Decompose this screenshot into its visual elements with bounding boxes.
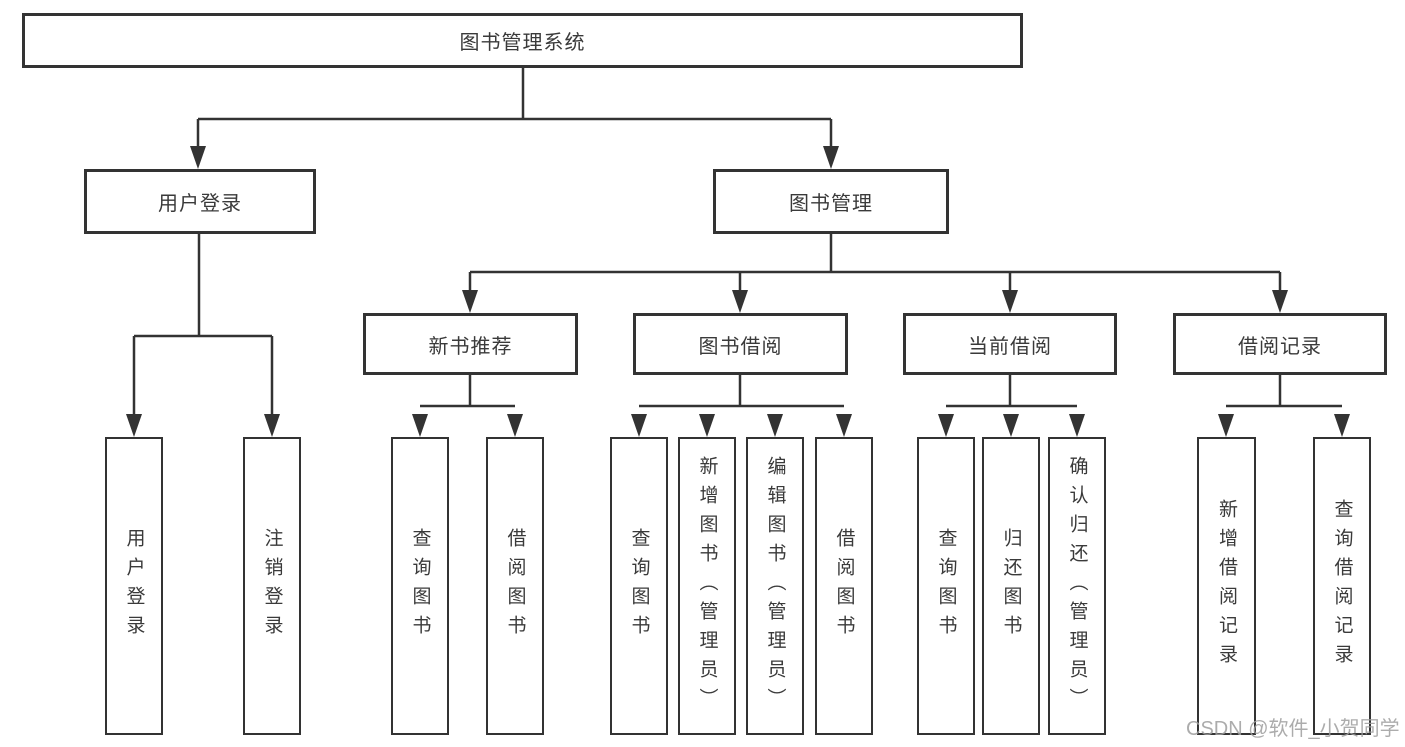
leaf-add-book-admin: 新增图书（管理员） bbox=[678, 437, 736, 735]
arrowheads-level2 bbox=[190, 146, 839, 169]
arrowheads-userlogin-leaves bbox=[126, 414, 280, 437]
leaf-query-book-3-label: 查询图书 bbox=[935, 528, 957, 644]
connector-root-to-level2 bbox=[196, 68, 833, 148]
connector-userlogin-to-leaves bbox=[132, 234, 274, 416]
arrowheads-level3 bbox=[462, 290, 1288, 313]
node-borrow-record: 借阅记录 bbox=[1173, 313, 1387, 375]
leaf-query-book-1: 查询图书 bbox=[391, 437, 449, 735]
leaf-user-login: 用户登录 bbox=[105, 437, 163, 735]
leaf-borrow-book-2-label: 借阅图书 bbox=[833, 528, 855, 644]
node-new-book-recommend: 新书推荐 bbox=[363, 313, 578, 375]
node-new-book-recommend-label: 新书推荐 bbox=[428, 335, 513, 358]
leaf-logout: 注销登录 bbox=[243, 437, 301, 735]
node-book-management-label: 图书管理 bbox=[789, 193, 873, 215]
leaf-confirm-return-admin: 确认归还（管理员） bbox=[1048, 437, 1106, 735]
leaf-query-borrow-record: 查询借阅记录 bbox=[1313, 437, 1371, 735]
leaf-edit-book-admin: 编辑图书（管理员） bbox=[746, 437, 804, 735]
leaf-return-book: 归还图书 bbox=[982, 437, 1040, 735]
leaf-query-book-2-label: 查询图书 bbox=[628, 528, 650, 644]
node-book-borrow-label: 图书借阅 bbox=[698, 335, 783, 358]
csdn-watermark: CSDN @软件_小贺同学 bbox=[1186, 718, 1400, 740]
node-root-system: 图书管理系统 bbox=[22, 13, 1023, 68]
node-user-login: 用户登录 bbox=[84, 169, 316, 234]
leaf-logout-label: 注销登录 bbox=[261, 528, 283, 644]
leaf-add-borrow-record: 新增借阅记录 bbox=[1197, 437, 1256, 735]
leaf-edit-book-admin-label: 编辑图书（管理员） bbox=[764, 455, 786, 717]
node-borrow-record-label: 借阅记录 bbox=[1238, 335, 1322, 358]
arrowheads-leaf-boxes bbox=[412, 414, 1350, 437]
node-current-borrow: 当前借阅 bbox=[903, 313, 1117, 375]
leaf-user-login-label: 用户登录 bbox=[123, 528, 145, 644]
leaf-borrow-book-2: 借阅图书 bbox=[815, 437, 873, 735]
node-root-label: 图书管理系统 bbox=[459, 32, 586, 54]
node-book-borrow: 图书借阅 bbox=[633, 313, 848, 375]
connector-bookmgmt-to-level3 bbox=[468, 234, 1282, 292]
leaf-borrow-book-1-label: 借阅图书 bbox=[504, 528, 526, 644]
leaf-query-book-2: 查询图书 bbox=[610, 437, 668, 735]
leaf-borrow-book-1: 借阅图书 bbox=[486, 437, 544, 735]
node-user-login-label: 用户登录 bbox=[158, 193, 242, 215]
connector-section-stubs bbox=[420, 375, 1342, 408]
leaf-query-book-3: 查询图书 bbox=[917, 437, 975, 735]
leaf-add-borrow-record-label: 新增借阅记录 bbox=[1216, 499, 1237, 673]
leaf-return-book-label: 归还图书 bbox=[1000, 528, 1022, 644]
node-current-borrow-label: 当前借阅 bbox=[968, 335, 1052, 358]
leaf-query-borrow-record-label: 查询借阅记录 bbox=[1331, 499, 1353, 673]
leaf-query-book-1-label: 查询图书 bbox=[409, 528, 431, 644]
leaf-add-book-admin-label: 新增图书（管理员） bbox=[696, 455, 718, 717]
node-book-management: 图书管理 bbox=[713, 169, 949, 234]
leaf-confirm-return-admin-label: 确认归还（管理员） bbox=[1066, 455, 1088, 717]
